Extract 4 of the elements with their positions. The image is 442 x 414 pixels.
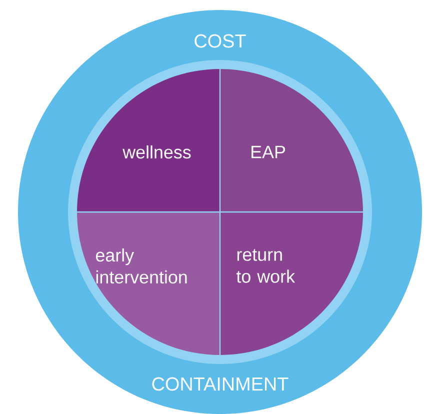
quadrant: return to work [220,212,363,355]
quadrant: wellness [77,69,220,212]
quadrant: EAP [220,69,363,212]
quadrant: early intervention [77,212,220,355]
